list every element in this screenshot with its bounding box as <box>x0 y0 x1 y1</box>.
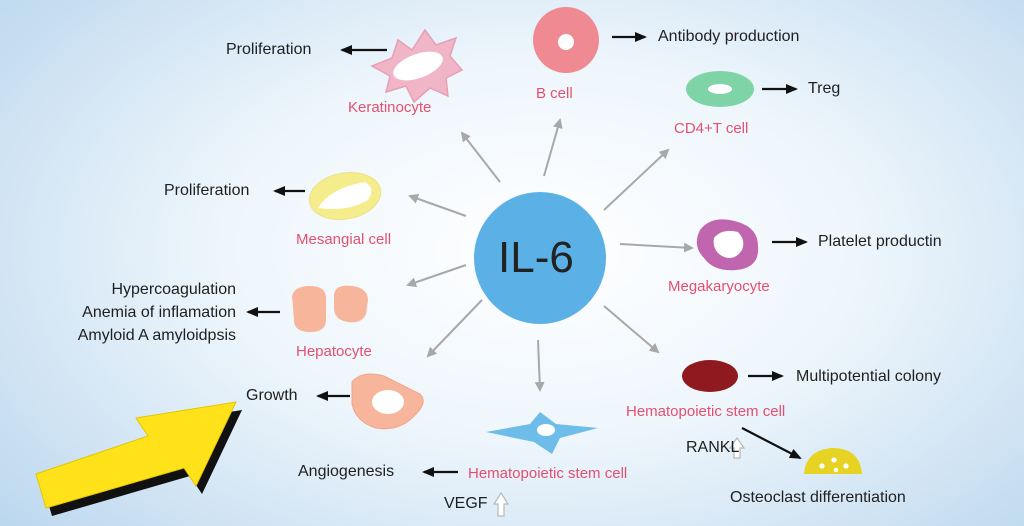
arrow-to-hepatocyte <box>406 264 467 288</box>
megakaryocyte-icon <box>696 219 759 271</box>
hsc-right-icon <box>682 360 738 392</box>
arrow-to-hsc-right <box>603 305 660 354</box>
growth-cell-icon <box>351 373 424 430</box>
hsc-bottom-icon <box>486 412 598 454</box>
megakaryocyte-label: Megakaryocyte <box>668 278 770 295</box>
vegf-label: VEGF <box>444 495 488 512</box>
rankl-up-arrow-icon <box>728 436 746 459</box>
arrow-to-megakaryocyte <box>619 242 694 253</box>
mesangial-cell-icon <box>308 172 382 220</box>
hsc-bottom-effect: Angiogenesis <box>298 463 395 480</box>
b-cell-effect: Antibody production <box>658 28 800 45</box>
keratinocyte-label: Keratinocyte <box>348 99 432 116</box>
b-cell-label: B cell <box>536 85 573 102</box>
arrow-to-b-cell <box>543 118 563 177</box>
keratinocyte-cell-icon <box>370 28 464 104</box>
hepatocyte-label: Hepatocyte <box>296 343 372 360</box>
keratinocyte-effect: Proliferation <box>226 41 312 58</box>
vegf-up-arrow-icon <box>492 491 510 517</box>
mesangial-effect: Proliferation <box>164 182 250 199</box>
hepatocyte-effect-3: Amyloid A amyloidpsis <box>77 327 236 344</box>
arrow-to-hsc-bottom <box>534 339 545 392</box>
cd4-t-cell-icon <box>686 71 754 107</box>
arrow-to-keratinocyte <box>460 131 501 183</box>
hsc-right-effect: Multipotential colony <box>796 368 941 385</box>
hepatocyte-icon <box>292 285 368 332</box>
yellow-pointer-arrow-icon <box>35 401 242 516</box>
osteoclast-effect: Osteoclast differentiation <box>730 489 906 506</box>
cd4-t-cell-label: CD4+T cell <box>674 120 749 137</box>
b-cell-icon <box>533 7 599 73</box>
cd4-t-cell-effect: Treg <box>808 80 841 97</box>
radial-arrows <box>406 118 694 392</box>
il6-label: IL-6 <box>498 233 574 282</box>
arrow-to-osteoclast <box>741 427 802 459</box>
osteoclast-icon <box>804 448 862 474</box>
growth-effect: Growth <box>246 387 298 404</box>
mesangial-cell-label: Mesangial cell <box>296 231 392 248</box>
hepatocyte-effect-1: Hypercoagulation <box>111 281 236 298</box>
arrow-to-growth-cell <box>426 299 483 358</box>
arrow-to-cd4-t-cell <box>603 148 670 211</box>
rankl-label: RANKL <box>686 439 740 456</box>
hsc-right-label: Hematopoietic stem cell <box>626 403 786 420</box>
hepatocyte-effect-2: Anemia of inflamation <box>82 304 236 321</box>
effect-arrows <box>246 32 808 477</box>
arrow-to-mesangial <box>408 193 467 217</box>
hsc-bottom-label: Hematopoietic stem cell <box>468 465 628 482</box>
megakaryocyte-effect: Platelet productin <box>818 233 942 250</box>
il6-circle <box>474 192 606 324</box>
